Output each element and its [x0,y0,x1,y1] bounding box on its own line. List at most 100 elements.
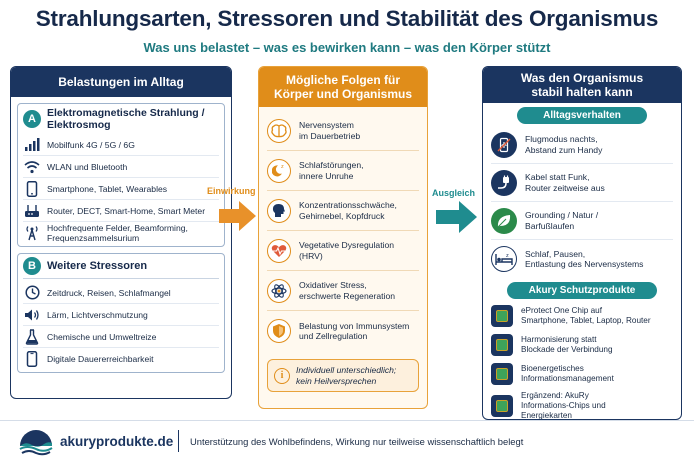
heartbeat-icon [267,238,291,263]
list-item: Router, DECT, Smart-Home, Smart Meter [23,200,219,222]
section-b: B Weitere Stressoren Zeitdruck, Reisen, … [17,253,225,373]
brand-link[interactable]: akuryprodukte.de [60,434,174,449]
chip-icon [491,304,513,327]
arrow-label-balance: Ausgleich [432,188,476,198]
effect-line2: innere Unruhe [299,170,354,181]
info-icon: i [274,367,290,384]
page-title: Strahlungsarten, Stressoren und Stabilit… [35,6,659,31]
list-item-text: WLAN und Bluetooth [47,161,128,172]
product-line1: eProtect One Chip auf [521,305,603,315]
list-item-text: Hochfrequente Felder, Beamforming, Frequ… [47,223,188,243]
footer-disclaimer: Unterstützung des Wohlbefindens, Wirkung… [190,436,524,447]
list-item: Zeitdruck, Reisen, Schlafmangel [23,282,219,304]
note-line2: kein Heilversprechen [296,375,377,386]
list-item-text: Zeitdruck, Reisen, Schlafmangel [47,287,171,298]
list-item-text: Router, DECT, Smart-Home, Smart Meter [47,205,206,216]
bed-icon: z [491,246,517,272]
head-icon [267,198,291,223]
effect-line2: (HRV) [299,250,323,261]
stressors-header: Belastungen im Alltag [11,67,231,97]
products-pill: Akury Schutzprodukte [507,282,657,299]
section-b-title: Weitere Stressoren [47,260,148,272]
list-item: Lärm, Lichtverschmutzung [23,304,219,326]
effect-line1: Oxidativer Stress, [299,280,367,290]
cable-icon [491,169,517,196]
airplane-mode-icon [491,131,517,158]
behavior-line1: Flugmodus nachts, [525,134,598,144]
effect-line1: Nervensystem [299,120,354,130]
list-item-text: Digitale Dauererreichbarkeit [47,354,154,364]
product-line2: Smartphone, Tablet, Laptop, Router [521,315,651,325]
flask-icon [23,328,41,346]
footer-separator [178,430,179,452]
effect-line2: erschwerte Regeneration [299,290,396,301]
effect-text: Schlafstörungen,innere Unruhe [299,160,364,181]
stability-header-line1: Was den Organismus [520,71,644,85]
behavior-line1: Kabel statt Funk, [525,172,590,182]
brain-icon [267,118,291,143]
phone-icon [23,350,41,368]
list-item: Digitale Dauererreichbarkeit [23,348,219,370]
effect-line1: Belastung von Immunsystem [299,320,410,331]
footer-divider [0,420,694,421]
stressors-panel: Belastungen im Alltag A Elektromagnetisc… [10,66,232,399]
page-subtitle: Was uns belastet – was es bewirken kann … [143,40,551,55]
stability-header-line2: stabil halten kann [531,85,633,99]
behavior-line1: Grounding / Natur / [525,210,599,220]
behavior-line2: Entlastung des Nervensystems [525,259,644,269]
effect-line1: Konzentrationsschwäche, [299,200,397,210]
list-item: Mobilfunk 4G / 5G / 6G [23,134,219,156]
behavior-line2: Barfußlaufen [525,220,575,231]
effect-text: Oxidativer Stress,erschwerte Regeneratio… [299,280,395,301]
behavior-text: Flugmodus nachts,Abstand zum Handy [525,134,602,155]
list-item-text: Lärm, Lichtverschmutzung [47,309,148,320]
effect-line2: im Dauerbetrieb [299,130,361,141]
arrow-balance-icon [436,201,477,233]
moon-icon: z [267,158,291,183]
sound-icon [23,306,41,324]
effect-line2: und Zellregulation [299,331,368,341]
list-item: z Schlafstörungen,innere Unruhe [267,151,419,191]
chip-icon [491,362,513,385]
antenna-icon [23,224,41,242]
list-item: Oxidativer Stress,erschwerte Regeneratio… [267,271,419,311]
list-item: Hochfrequente Felder, Beamforming, Frequ… [23,222,219,244]
effects-header-line2: Körper und Organismus [273,87,413,101]
clock-icon [23,284,41,302]
wave-logo-icon [19,430,53,456]
product-line2: Informationsmanagement [521,373,614,383]
behavior-text: Grounding / Natur /Barfußlaufen [525,210,598,231]
behavior-pill: Alltagsverhalten [517,107,647,124]
product-line2: Blockade der Verbindung [521,344,613,354]
effect-text: Vegetative Dysregulation(HRV) [299,240,394,261]
list-item-text: Smartphone, Tablet, Wearables [47,183,168,194]
section-a: A Elektromagnetische Strahlung / Elektro… [17,103,225,247]
disclaimer-note: i Individuell unterschiedlich;kein Heilv… [267,359,419,392]
list-item: Flugmodus nachts,Abstand zum Handy [491,126,673,164]
svg-text:z: z [281,164,284,170]
note-text: Individuell unterschiedlich;kein Heilver… [296,365,396,386]
behavior-line2: Abstand zum Handy [525,144,603,155]
list-item: Smartphone, Tablet, Wearables [23,178,219,200]
product-line1: Bioenergetisches [521,363,584,373]
effect-line1: Schlafstörungen, [299,160,364,170]
signal-icon [23,136,41,154]
leaf-icon [491,207,517,234]
section-a-title: Elektromagnetische Strahlung / Elektrosm… [47,107,205,131]
list-item: Kabel statt Funk,Router zeitweise aus [491,164,673,202]
